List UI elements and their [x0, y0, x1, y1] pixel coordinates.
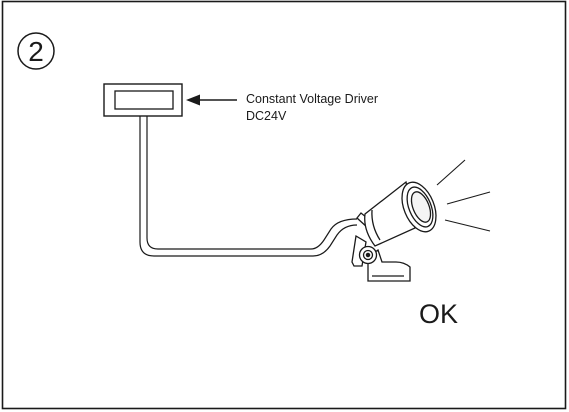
light-rays: [436, 159, 491, 232]
step-badge: 2: [17, 32, 55, 70]
spotlight-lamp-icon: [351, 180, 437, 282]
result-label: OK: [419, 299, 458, 329]
driver-voltage: DC24V: [246, 109, 287, 123]
step-number: 2: [28, 36, 44, 67]
step-circle: [17, 32, 55, 70]
driver-label: Constant Voltage Driver: [246, 92, 378, 106]
cable: [139, 116, 358, 257]
arrow-left-icon: [186, 94, 237, 106]
driver-box-icon: [103, 83, 183, 117]
